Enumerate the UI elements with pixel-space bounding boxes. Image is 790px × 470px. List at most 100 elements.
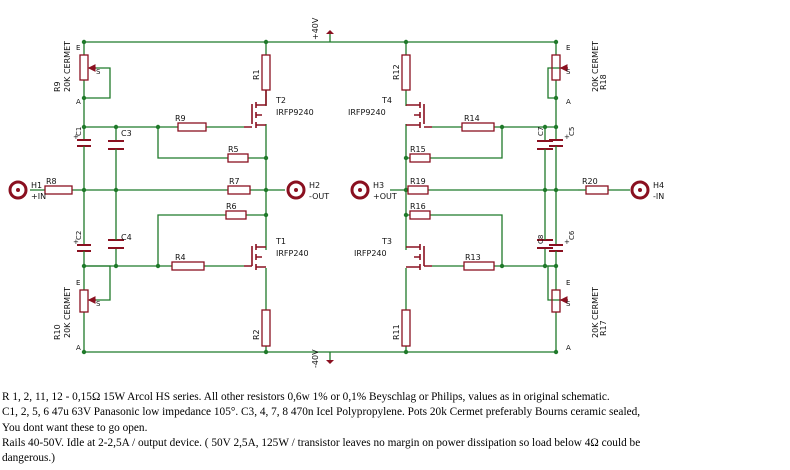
pot-r9-pin-a: A — [76, 98, 81, 106]
connector-h2-icon — [286, 180, 306, 200]
resistor-r2 — [261, 309, 271, 347]
cap-c2 — [77, 244, 91, 252]
label-r13: R13 — [465, 253, 481, 262]
resistor-r12 — [401, 54, 411, 91]
connectors — [8, 180, 650, 200]
resistor-r5 — [227, 153, 249, 163]
t1-part: IRFP240 — [276, 249, 309, 258]
label-r6: R6 — [226, 202, 237, 211]
label-c7: C7 — [537, 127, 545, 136]
label-c6: C6 — [568, 230, 576, 240]
t3-ref: T3 — [381, 237, 392, 246]
label-r2: R2 — [252, 329, 261, 340]
pot-r9-pin-e: E — [76, 44, 80, 52]
label-c5: C5 — [568, 127, 576, 136]
wires — [30, 34, 630, 360]
label-r9: R9 — [175, 114, 186, 123]
pot-r18-value: 20K CERMET — [591, 41, 600, 92]
resistor-r20 — [585, 185, 609, 195]
h4-net: -IN — [653, 192, 664, 201]
c6-plus: + — [564, 238, 570, 246]
connector-labels: H1 +IN H2 -OUT H3 +OUT H4 -IN — [31, 181, 664, 201]
note-line-3: You dont want these to go open. — [2, 421, 148, 434]
pot-r10-ref: R10 — [53, 324, 62, 340]
connector-h3-icon — [350, 180, 370, 200]
c2-plus: + — [73, 238, 79, 246]
h1-net: +IN — [31, 192, 46, 201]
resistor-labels: R9 R5 R7 R6 R4 R8 R14 R15 R19 R16 R13 R2… — [46, 64, 598, 340]
negative-rail-arrow-icon — [326, 360, 334, 364]
positive-rail-arrow-icon — [326, 30, 334, 34]
pot-r9-pin-s: S — [96, 68, 101, 76]
resistor-r16 — [409, 210, 431, 220]
pot-r10-pin-e: E — [76, 279, 80, 287]
note-line-1: R 1, 2, 11, 12 - 0,15Ω 15W Arcol HS seri… — [2, 391, 610, 403]
notes-block: R 1, 2, 11, 12 - 0,15Ω 15W Arcol HS seri… — [2, 390, 788, 466]
resistor-r6 — [225, 210, 247, 220]
negative-rail-label: -40V — [311, 349, 320, 368]
mosfet-t4-icon — [406, 102, 432, 128]
pot-r9-value: 20K CERMET — [63, 41, 72, 92]
pot-r10 — [79, 289, 89, 313]
positive-rail-label: +40V — [311, 17, 320, 40]
pot-r10-pin-s: S — [96, 300, 101, 308]
h2-ref: H2 — [309, 181, 320, 190]
t4-ref: T4 — [381, 96, 392, 105]
label-r16: R16 — [410, 202, 426, 211]
label-c8: C8 — [537, 235, 545, 244]
pot-r9-ref: R9 — [53, 81, 62, 92]
cap-c3 — [108, 140, 124, 150]
pots — [79, 54, 568, 313]
rail-markers — [326, 30, 334, 364]
t2-part: IRFP9240 — [276, 108, 314, 117]
pot-r17-pin-a: A — [566, 344, 571, 352]
mosfet-t3-icon — [406, 244, 432, 270]
resistor-r13 — [463, 261, 495, 271]
label-r11: R11 — [392, 324, 401, 340]
label-c4: C4 — [121, 233, 132, 242]
pot-r17-ref: R17 — [599, 320, 608, 336]
pot-r18-pin-s: S — [566, 68, 571, 76]
pot-r10-value: 20K CERMET — [63, 287, 72, 338]
pot-r10-pin-a: A — [76, 344, 81, 352]
h2-net: -OUT — [309, 192, 329, 201]
resistor-r7 — [227, 185, 251, 195]
capacitor-labels: C1 C2 C5 C6 C3 C4 C7 C8 + + + + — [73, 127, 576, 246]
note-line-4: Rails 40-50V. Idle at 2-2,5A / output de… — [2, 436, 641, 449]
h3-net: +OUT — [373, 192, 397, 201]
resistor-r9 — [177, 122, 207, 132]
label-r4: R4 — [175, 253, 186, 262]
pot-r18-pin-e: E — [566, 44, 570, 52]
pot-r17-pin-s: S — [566, 300, 571, 308]
pot-r17 — [551, 289, 561, 313]
note-line-5: dangerous.) — [2, 452, 56, 465]
resistor-r11 — [401, 309, 411, 347]
c5-plus: + — [564, 133, 570, 141]
t4-part: IRFP9240 — [348, 108, 386, 117]
label-r5: R5 — [228, 145, 239, 154]
t2-ref: T2 — [275, 96, 286, 105]
h4-ref: H4 — [653, 181, 664, 190]
h3-ref: H3 — [373, 181, 384, 190]
t1-ref: T1 — [275, 237, 286, 246]
t3-part: IRFP240 — [354, 249, 387, 258]
junctions — [81, 39, 559, 355]
label-r12: R12 — [392, 64, 401, 80]
label-r14: R14 — [464, 114, 480, 123]
note-line-2: C1, 2, 5, 6 47u 63V Panasonic low impeda… — [2, 406, 641, 419]
resistor-r4 — [171, 261, 205, 271]
pot-r9 — [79, 54, 89, 81]
connector-h1-icon — [8, 180, 28, 200]
label-r19: R19 — [410, 177, 426, 186]
pot-labels: E A S R9 20K CERMET E A S R10 20K CERMET… — [53, 41, 608, 352]
mosfets — [244, 90, 432, 270]
mosfet-t1-icon — [244, 244, 266, 270]
resistor-r19 — [407, 185, 429, 195]
mosfet-labels: T2 IRFP9240 T1 IRFP240 T4 IRFP9240 T3 IR… — [275, 96, 392, 258]
label-c2: C2 — [75, 231, 83, 240]
resistor-r8 — [44, 185, 73, 195]
label-r8: R8 — [46, 177, 57, 186]
amplifier-schematic: +40V -40V R9 R5 R7 — [8, 17, 664, 368]
pot-r18-pin-a: A — [566, 98, 571, 106]
resistor-r14 — [461, 122, 495, 132]
